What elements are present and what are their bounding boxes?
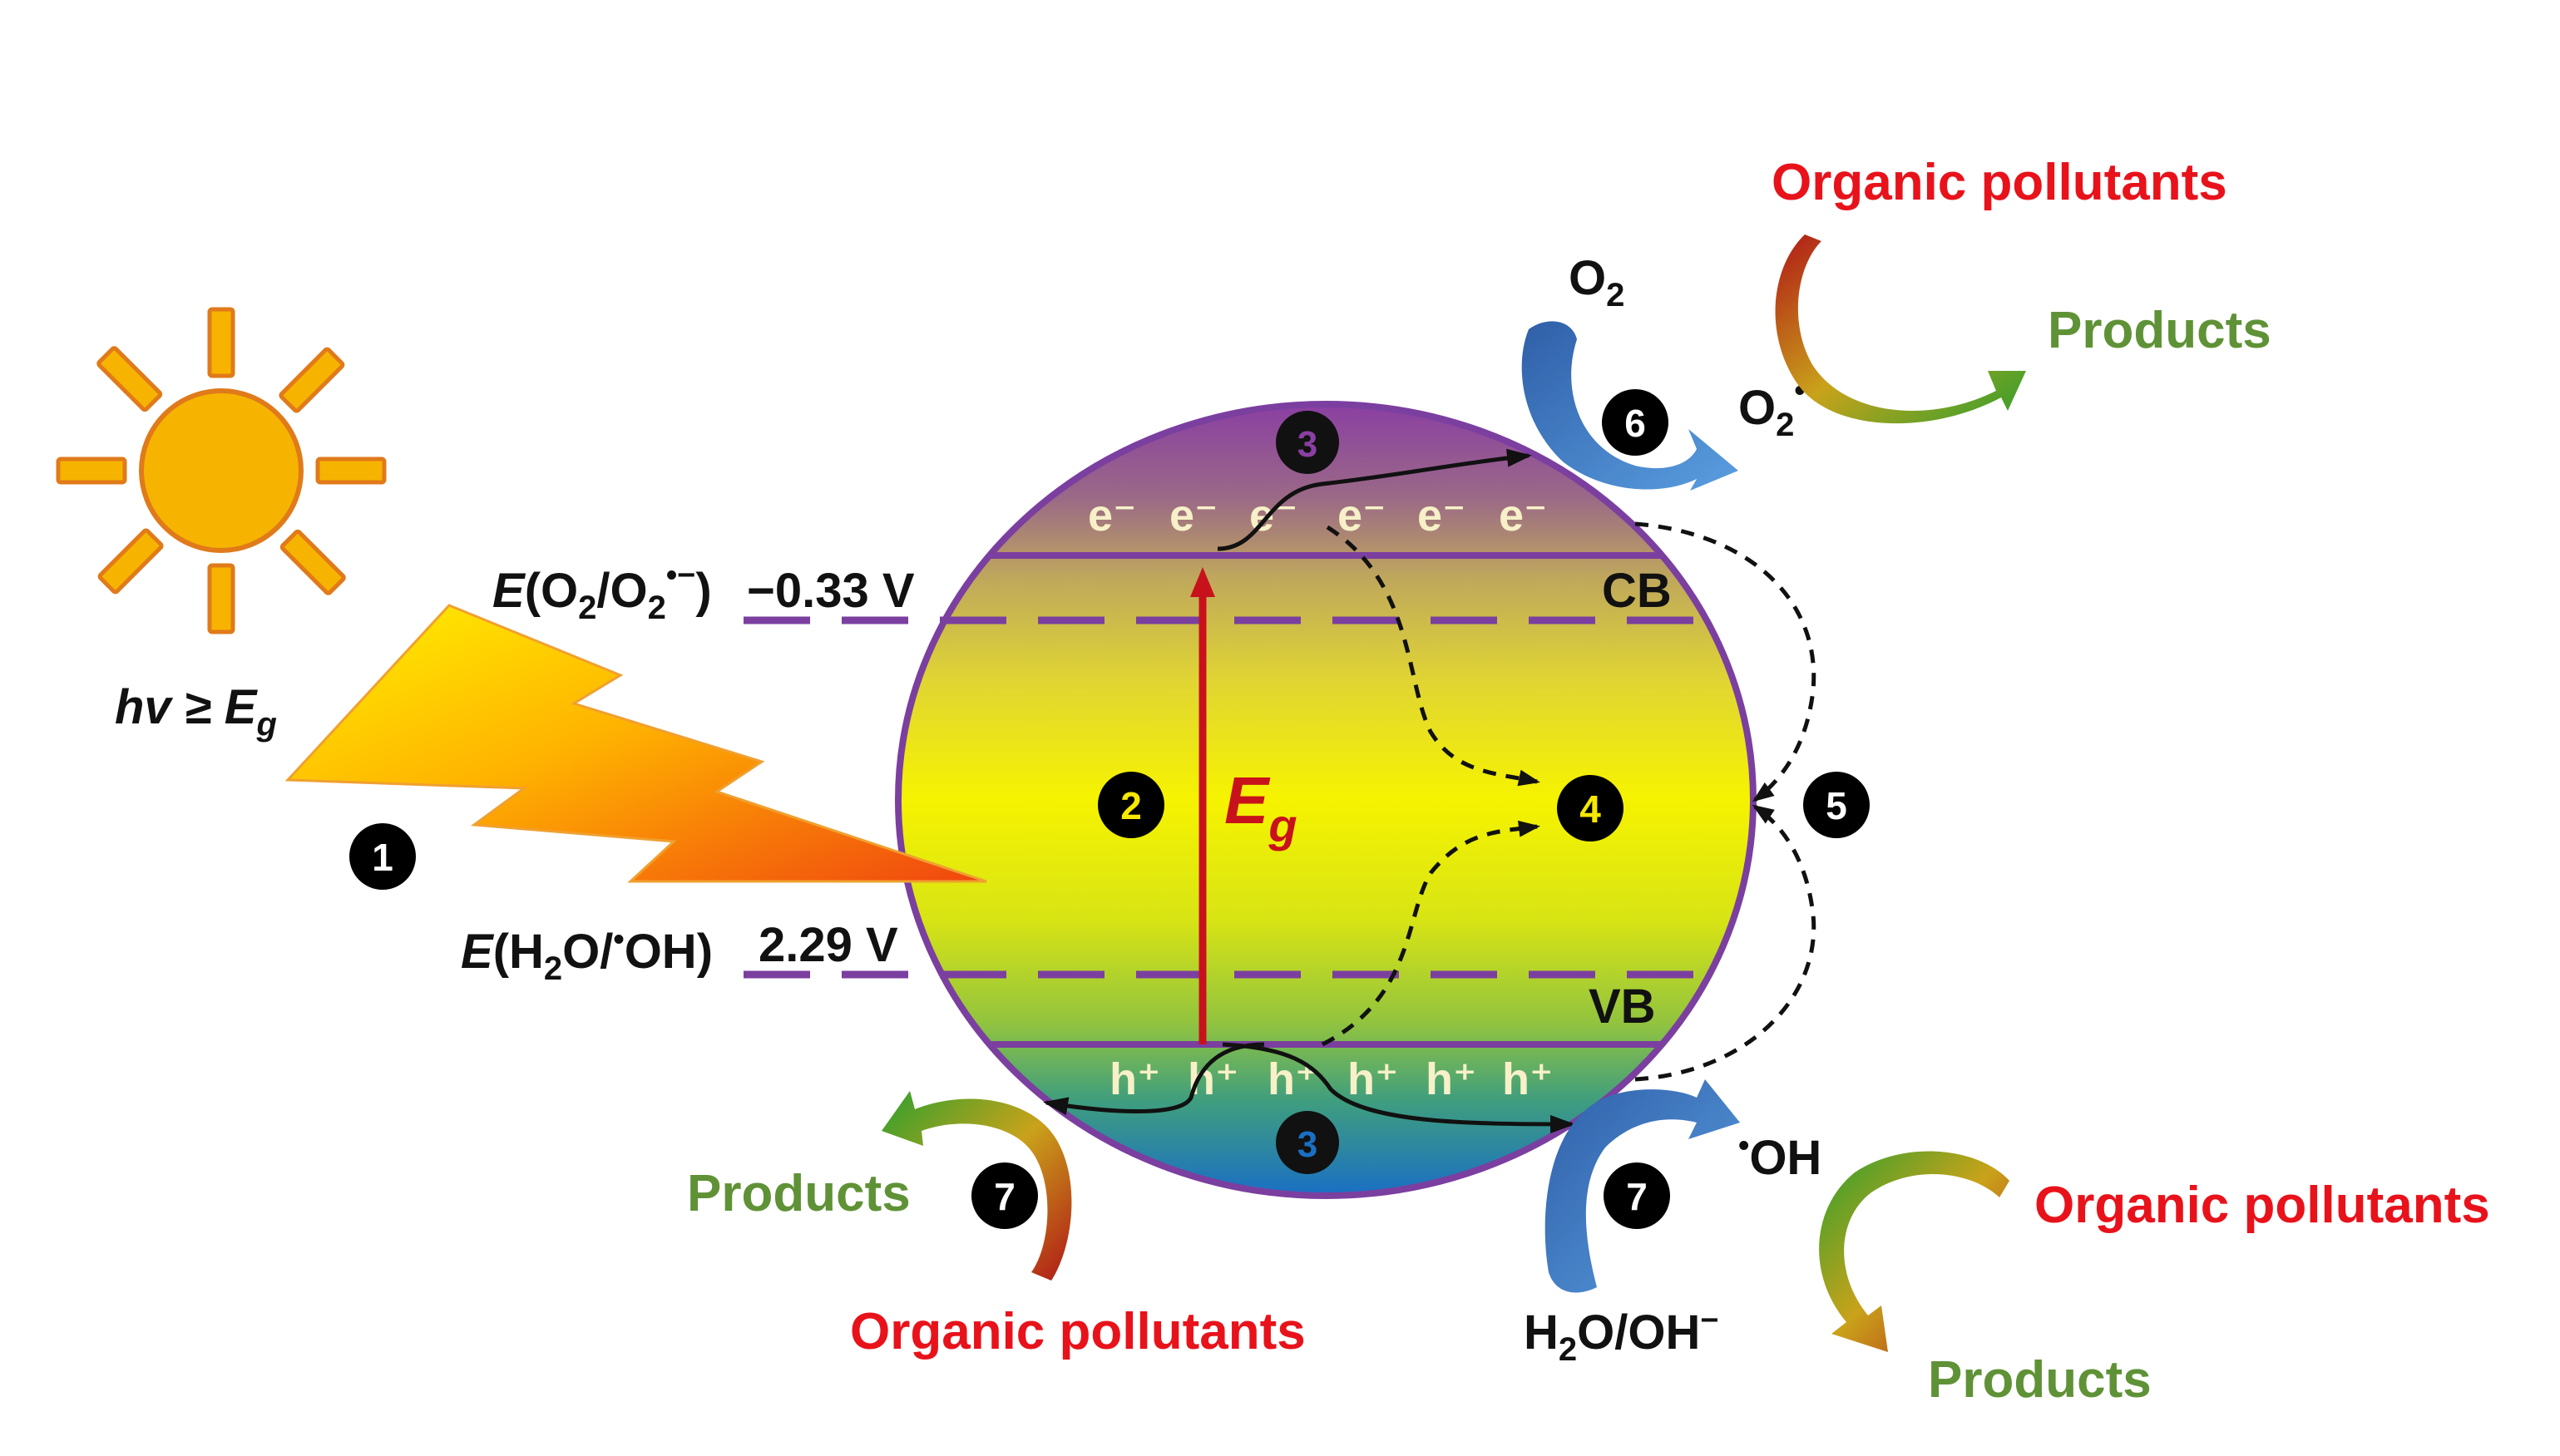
svg-text:6: 6 bbox=[1624, 402, 1646, 445]
vb-label: VB bbox=[1589, 980, 1656, 1034]
svg-text:1: 1 bbox=[372, 836, 393, 879]
electron: e⁻ bbox=[1088, 491, 1137, 540]
svg-text:2: 2 bbox=[1120, 784, 1142, 827]
top-right-degradation-arrow bbox=[1775, 234, 2026, 424]
oxygen-label: O2 bbox=[1569, 251, 1624, 313]
lightning-bolt-icon bbox=[284, 604, 987, 883]
step-badge-4: 4 bbox=[1557, 775, 1623, 842]
svg-text:7: 7 bbox=[1626, 1175, 1648, 1218]
electron-migration-arrow bbox=[1217, 448, 1532, 551]
hole: h⁺ bbox=[1502, 1054, 1554, 1104]
svg-text:5: 5 bbox=[1826, 784, 1847, 827]
electron: e⁻ bbox=[1417, 491, 1466, 540]
band-gap-label: Eg bbox=[1224, 763, 1297, 851]
step-badge-3-bottom: 3 bbox=[1276, 1111, 1339, 1174]
electron-row: e⁻ e⁻ e⁻ e⁻ e⁻ e⁻ bbox=[1088, 491, 1548, 540]
bulk-recombination-hole-arrow bbox=[1321, 820, 1540, 1047]
bottom-left-degradation-arrow bbox=[882, 1091, 1072, 1281]
illumination-label: hv ≥ Eg bbox=[115, 680, 277, 743]
surface-recombination-lower-arrow bbox=[1634, 804, 1816, 1082]
step-badge-5: 5 bbox=[1803, 772, 1870, 838]
step-badge-2: 2 bbox=[1098, 772, 1164, 838]
svg-text:7: 7 bbox=[994, 1175, 1016, 1218]
electron: e⁻ bbox=[1249, 491, 1298, 540]
oh-potential-label: E(H2O/•OH) bbox=[461, 922, 713, 987]
oxygen-reduction-arrow bbox=[1521, 321, 1738, 491]
bottom-right-pollutants: Organic pollutants bbox=[2034, 1177, 2490, 1234]
bulk-recombination-electron-arrow bbox=[1326, 525, 1540, 787]
bottom-left-products: Products bbox=[687, 1165, 911, 1222]
water-oxidation-arrow bbox=[1544, 1079, 1740, 1293]
svg-text:4: 4 bbox=[1579, 787, 1601, 831]
top-right-pollutants: Organic pollutants bbox=[1772, 154, 2227, 211]
o2-potential-label: E(O2/O2•−) bbox=[492, 558, 712, 626]
top-right-products: Products bbox=[2048, 302, 2271, 359]
step-badge-7-right: 7 bbox=[1604, 1162, 1670, 1229]
svg-text:3: 3 bbox=[1297, 424, 1317, 465]
hole: h⁺ bbox=[1426, 1054, 1477, 1104]
oh-potential-value: 2.29 V bbox=[759, 918, 898, 972]
bottom-right-products: Products bbox=[1928, 1351, 2152, 1409]
water-label: H2O/OH− bbox=[1524, 1303, 1719, 1368]
o2-potential-value: −0.33 V bbox=[747, 564, 915, 618]
hole: h⁺ bbox=[1268, 1054, 1319, 1104]
semiconductor-particle bbox=[895, 401, 1757, 1199]
bottom-right-degradation-arrow bbox=[1819, 1151, 2009, 1352]
hydroxyl-label: •OH bbox=[1738, 1128, 1821, 1185]
hole-migration-arrow-left bbox=[1043, 1042, 1265, 1116]
step-badge-7-left: 7 bbox=[971, 1162, 1038, 1229]
sun-icon bbox=[56, 307, 387, 634]
electron: e⁻ bbox=[1499, 491, 1548, 540]
bottom-left-pollutants: Organic pollutants bbox=[850, 1303, 1306, 1360]
step-badge-3-top: 3 bbox=[1276, 411, 1339, 474]
step-badge-1: 1 bbox=[349, 823, 416, 890]
hole: h⁺ bbox=[1109, 1054, 1161, 1104]
surface-recombination-upper-arrow bbox=[1634, 521, 1816, 802]
electron: e⁻ bbox=[1169, 491, 1218, 540]
hole-migration-arrow-right bbox=[1222, 1042, 1575, 1133]
cb-label: CB bbox=[1602, 564, 1672, 618]
step-badge-6: 6 bbox=[1602, 389, 1668, 456]
svg-text:3: 3 bbox=[1297, 1124, 1317, 1165]
electron: e⁻ bbox=[1337, 491, 1386, 540]
hole: h⁺ bbox=[1347, 1054, 1399, 1104]
